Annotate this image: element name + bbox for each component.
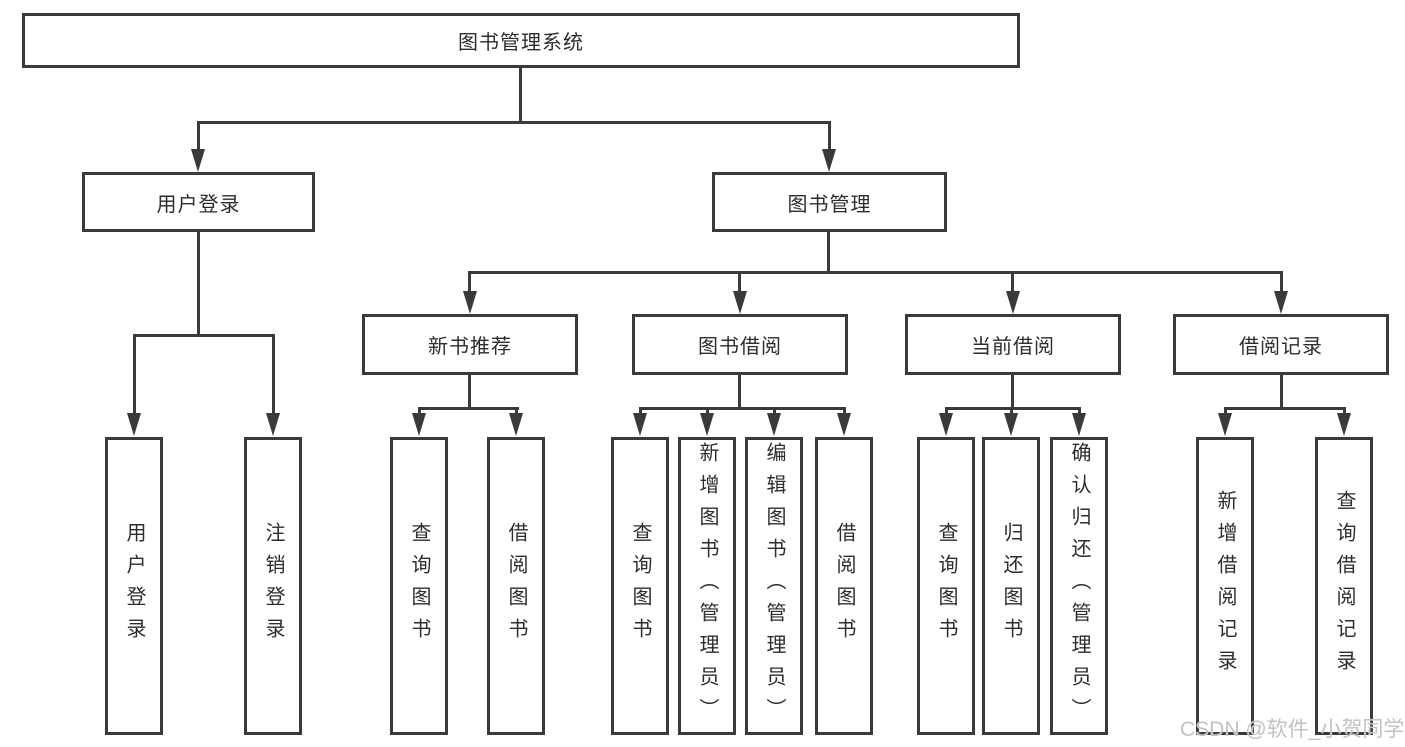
arrow-down-icon [509,413,523,436]
connector-line [738,271,741,295]
connector-line [133,334,136,416]
leaf-query-borrow-record: 查询借阅记录 [1315,437,1373,735]
arrow-down-icon [463,291,477,314]
arrow-down-icon [127,413,141,436]
arrow-down-icon [733,291,747,314]
connector-line [197,232,200,337]
node-user-login: 用户登录 [82,172,315,232]
connector-line [133,334,275,337]
arrow-down-icon [1218,413,1232,436]
arrow-down-icon [1004,413,1018,436]
connector-line [197,121,831,124]
leaf-edit-books-admin: 编辑图书（管理员） [745,437,803,735]
node-book-borrowing: 图书借阅 [632,314,848,375]
leaf-add-borrow-record: 新增借阅记录 [1196,437,1254,735]
leaf-logout: 注销登录 [244,437,302,735]
connector-line [828,121,831,153]
connector-line [738,375,741,410]
connector-line [468,271,1283,274]
connector-line [1280,271,1283,295]
leaf-user-login: 用户登录 [105,437,163,735]
connector-line [468,271,471,295]
arrow-down-icon [1274,291,1288,314]
arrow-down-icon [266,413,280,436]
connector-line [519,68,522,124]
connector-line [468,375,471,410]
connector-line [418,407,519,410]
connector-line [1011,271,1014,295]
leaf-borrow-books-recommend: 借阅图书 [487,437,545,735]
arrow-down-icon [1072,413,1086,436]
arrow-down-icon [939,413,953,436]
arrow-down-icon [1337,413,1351,436]
connector-line [197,121,200,153]
arrow-down-icon [1006,291,1020,314]
arrow-down-icon [837,413,851,436]
node-borrowing-records: 借阅记录 [1173,314,1389,375]
connector-line [1224,407,1346,410]
arrow-down-icon [633,413,647,436]
csdn-watermark: CSDN @软件_小贺同学 [1180,718,1405,741]
leaf-return-books: 归还图书 [982,437,1040,735]
connector-line [945,407,1081,410]
arrow-down-icon [412,413,426,436]
connector-line [1011,375,1014,410]
connector-line [827,232,830,274]
connector-line [639,407,846,410]
leaf-confirm-return-admin: 确认归还（管理员） [1050,437,1108,735]
leaf-add-books-admin: 新增图书（管理员） [678,437,736,735]
arrow-down-icon [767,413,781,436]
node-book-management: 图书管理 [712,172,947,232]
arrow-down-icon [191,149,205,172]
node-current-borrowing: 当前借阅 [905,314,1121,375]
leaf-query-books-borrowing: 查询图书 [611,437,669,735]
arrow-down-icon [700,413,714,436]
connector-line [1280,375,1283,410]
connector-line [272,334,275,416]
leaf-borrow-books-borrowing: 借阅图书 [815,437,873,735]
arrow-down-icon [822,149,836,172]
leaf-query-books-recommend: 查询图书 [390,437,448,735]
leaf-query-books-current: 查询图书 [917,437,975,735]
node-root: 图书管理系统 [22,13,1020,68]
node-new-book-recommend: 新书推荐 [362,314,578,375]
